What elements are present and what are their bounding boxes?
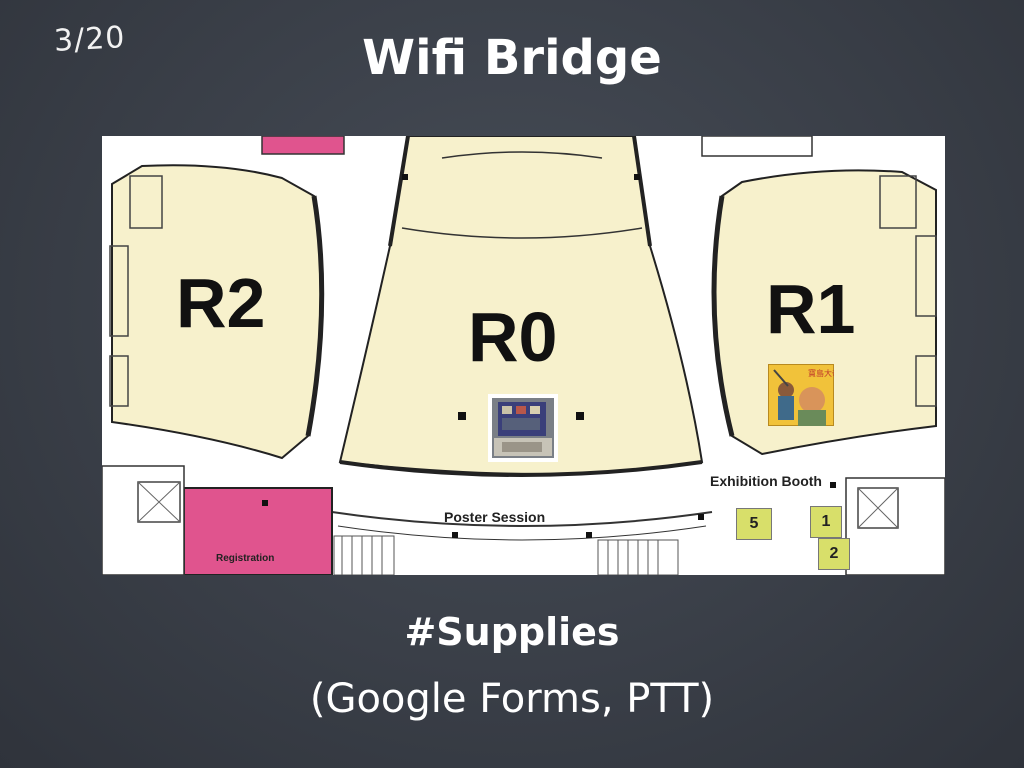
room-r1-label: R1 [766, 270, 856, 348]
supplies-heading: #Supplies [404, 610, 620, 654]
booth-5: 5 [736, 508, 772, 540]
floor-map: R2 R0 R1 Exhibition Booth Poster Session… [102, 136, 945, 575]
poster-image: 寶島大帝 [768, 364, 834, 426]
poster-image-text: 寶島大帝 [808, 368, 834, 378]
booth-1: 1 [810, 506, 842, 538]
registration-area [183, 487, 333, 575]
booth-2: 2 [818, 538, 850, 570]
wifi-bridge-photo [488, 394, 558, 462]
slide-title: Wifi Bridge [362, 30, 662, 86]
top-pink-area [261, 136, 345, 155]
poster-session-label: Poster Session [444, 509, 546, 525]
room-r0-label: R0 [468, 298, 558, 376]
supplies-channels: (Google Forms, PTT) [309, 676, 715, 722]
exhibition-booth-label: Exhibition Booth [710, 473, 822, 489]
room-r2-label: R2 [176, 264, 266, 342]
registration-label: Registration [216, 553, 275, 564]
stairs [333, 535, 679, 575]
floor-map-drawing [102, 136, 945, 575]
